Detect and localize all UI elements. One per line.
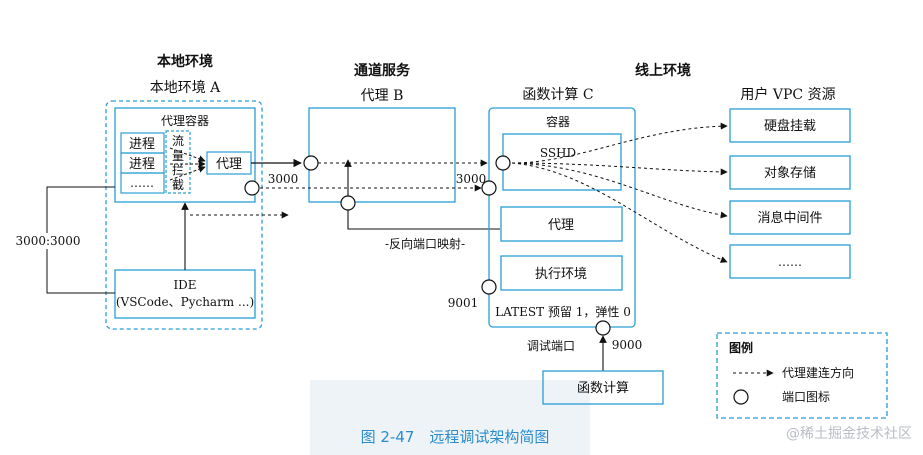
legend-port-label: 端口图标 — [782, 390, 830, 404]
sshd-label: SSHD — [540, 146, 576, 160]
port-icon-func-c-3000 — [481, 180, 497, 196]
latest-label: LATEST 预留 1，弹性 0 — [495, 305, 631, 319]
legend-arrow-label: 代理建连方向 — [782, 365, 854, 380]
ide-subtitle: (VSCode、Pycharm ...) — [116, 295, 254, 309]
sshd-to-vpc-arrow-3 — [511, 162, 728, 219]
group-title-vpc: 用户 VPC 资源 — [740, 86, 835, 103]
proxy-container-label: 代理容器 — [161, 113, 209, 128]
traffic-intercept-char-1: 流 — [172, 134, 184, 148]
traffic-intercept-char-2: 量 — [172, 149, 184, 163]
online-proxy-label: 代理 — [548, 218, 574, 233]
sshd-box — [502, 133, 622, 191]
local-proxy-label: 代理 — [216, 157, 242, 172]
traffic-intercept-char-4: 截 — [172, 178, 184, 192]
vpc-item-label-1: 硬盘挂载 — [764, 118, 816, 134]
vpc-item-label-3: 消息中间件 — [757, 210, 822, 226]
traffic-intercept-char-3: 拦 — [172, 163, 184, 177]
port-9001-label: 9001 — [448, 296, 479, 310]
figure-caption: 图 2-47 远程调试架构简图 — [361, 428, 550, 446]
ide-title: IDE — [173, 278, 196, 292]
online-proxy-box — [500, 206, 623, 242]
watermark: @稀土掘金技术社区 — [786, 426, 912, 442]
sshd-to-vpc-arrow-4 — [511, 162, 728, 263]
debug-port-label: 调试端口 — [527, 338, 575, 353]
port-icon-sshd — [495, 155, 511, 171]
process-label-2: 进程 — [129, 157, 155, 172]
runtime-label: 执行环境 — [535, 267, 587, 282]
port-3000-left: 3000 — [268, 172, 299, 186]
zone-title-online: 线上环境 — [635, 62, 691, 79]
zone-title-channel: 通道服务 — [354, 62, 411, 79]
port-icon-proxy-b-in — [303, 155, 319, 171]
process-label-1: 进程 — [129, 137, 155, 152]
container-label: 容器 — [546, 114, 570, 129]
intercept-arrow-1 — [169, 147, 206, 163]
port-map-label-bg — [18, 233, 78, 249]
sshd-to-vpc-arrow-2 — [511, 162, 728, 176]
process-label-more: …… — [130, 176, 154, 190]
func-compute-box — [542, 370, 664, 405]
port-icon-debug-9000 — [595, 320, 611, 336]
traffic-intercept-box — [165, 130, 191, 194]
vpc-item-box-3 — [729, 200, 851, 235]
intercept-arrow-3 — [169, 165, 206, 181]
port-map-label: 3000:3000 — [15, 234, 80, 248]
legend-port-sample — [733, 389, 749, 405]
zone-title-local: 本地环境 — [157, 53, 213, 70]
sshd-to-vpc-arrow-1 — [511, 122, 728, 164]
port-icon-local-out — [244, 180, 260, 196]
reverse-mapping-label: -反向端口映射- — [385, 236, 465, 251]
vpc-item-box-2 — [729, 155, 851, 190]
func-c-box — [488, 107, 636, 328]
group-title-proxy-b: 代理 B — [361, 88, 404, 104]
vpc-item-label-4: …… — [778, 255, 802, 269]
port-9000-label: 9000 — [612, 338, 643, 352]
proxy-b-box — [308, 107, 456, 203]
reverse-mapping-line — [344, 159, 500, 230]
legend-title: 图例 — [729, 340, 753, 355]
group-title-func-c: 函数计算 C — [522, 87, 593, 103]
proxy-container-box — [114, 107, 256, 203]
runtime-box — [500, 255, 623, 291]
port-icon-func-c-9001 — [481, 279, 497, 295]
vpc-item-label-2: 对象存储 — [764, 166, 816, 181]
group-title-local-a: 本地环境 A — [150, 80, 221, 96]
func-compute-label: 函数计算 — [577, 381, 629, 396]
legend-box — [716, 332, 888, 419]
port-icon-proxy-b-reverse — [340, 195, 356, 211]
process-box-more — [120, 172, 165, 194]
port-3000-right: 3000 — [456, 172, 487, 186]
vpc-item-box-4 — [729, 244, 851, 279]
vpc-item-box-1 — [729, 108, 851, 143]
